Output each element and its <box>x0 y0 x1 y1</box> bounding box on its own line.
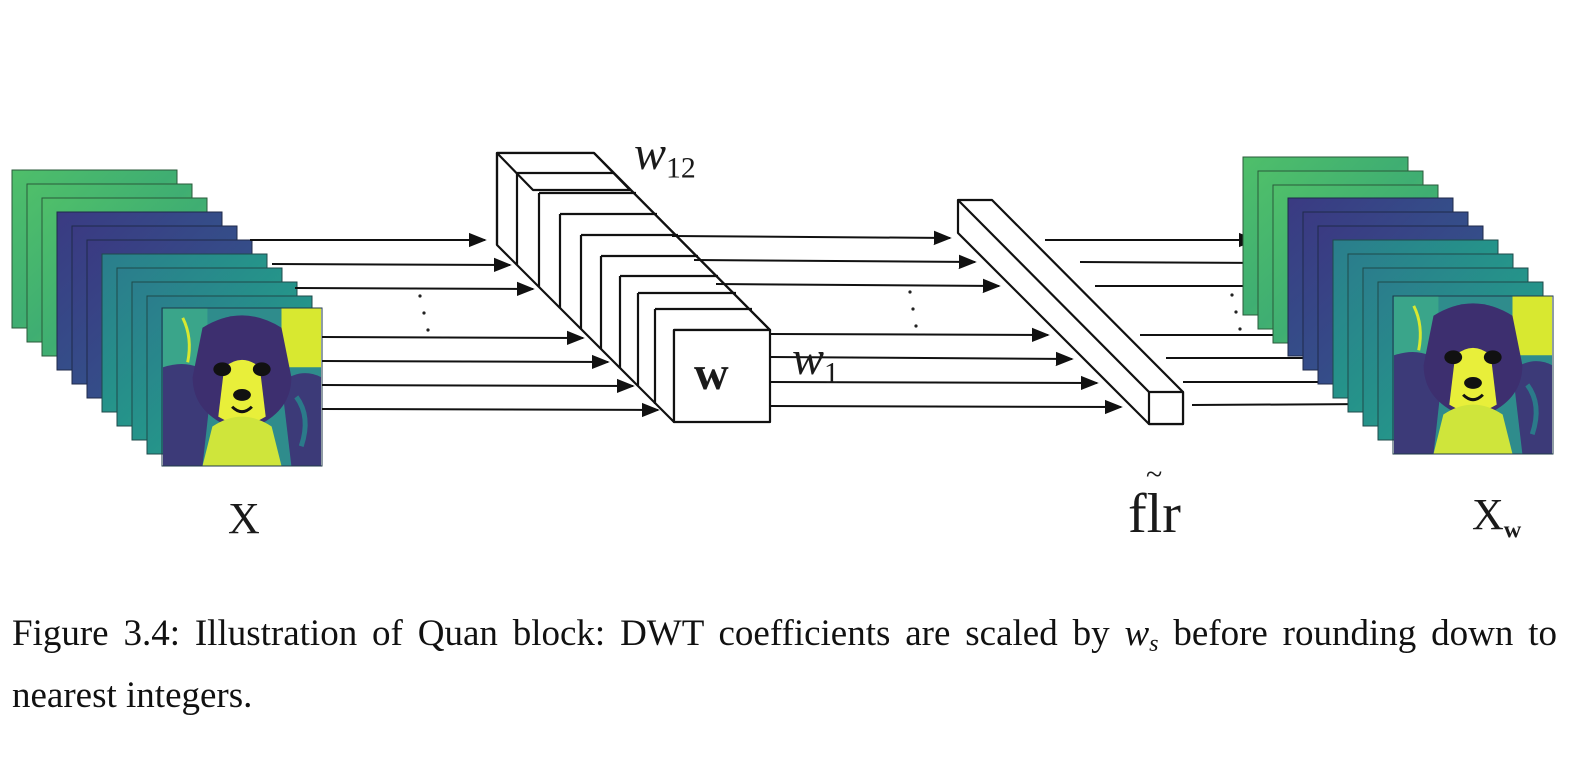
output-label: Xw <box>1472 493 1521 543</box>
ellipsis-dots <box>1230 293 1242 331</box>
output-label-base: X <box>1472 490 1504 539</box>
quan-block-diagram <box>11 151 1554 467</box>
weight-top-label-base: w <box>634 127 667 180</box>
dog-image <box>1394 296 1552 454</box>
ellipsis-dots <box>418 294 430 332</box>
output-feature-stack <box>1242 156 1554 455</box>
caption-math-sub: s <box>1149 631 1159 657</box>
caption-prefix: Figure 3.4: Illustration of Quan block: … <box>12 613 1125 654</box>
scaled-arrows <box>671 230 1123 415</box>
ellipsis-dots <box>908 290 918 328</box>
output-label-sub: w <box>1503 516 1522 544</box>
weight-block-label: w <box>694 350 729 398</box>
floor-block <box>956 198 1185 426</box>
figure-caption: Figure 3.4: Illustration of Quan block: … <box>12 608 1557 722</box>
input-feature-stack <box>11 169 323 467</box>
caption-math-base: w <box>1124 613 1150 654</box>
input-label-text: X <box>228 494 260 543</box>
weight-bottom-label-sub: 1 <box>824 356 839 390</box>
floor-label: flr <box>1128 486 1181 542</box>
weight-block <box>495 151 772 424</box>
weight-top-label: w12 <box>634 130 696 183</box>
weight-bottom-label: w1 <box>792 335 839 388</box>
weight-bottom-label-base: w <box>792 332 825 385</box>
floor-label-text: flr <box>1128 483 1181 545</box>
input-label: X <box>228 497 260 541</box>
floor-accent: ~ <box>1146 460 1162 490</box>
weight-top-label-sub: 12 <box>666 151 696 185</box>
floor-accent-text: ~ <box>1146 458 1163 491</box>
caption-suffix: before rounding down to nearest integers… <box>12 613 1557 716</box>
dog-image <box>163 308 321 466</box>
weight-block-label-text: w <box>694 347 729 400</box>
input-arrows <box>250 232 660 418</box>
